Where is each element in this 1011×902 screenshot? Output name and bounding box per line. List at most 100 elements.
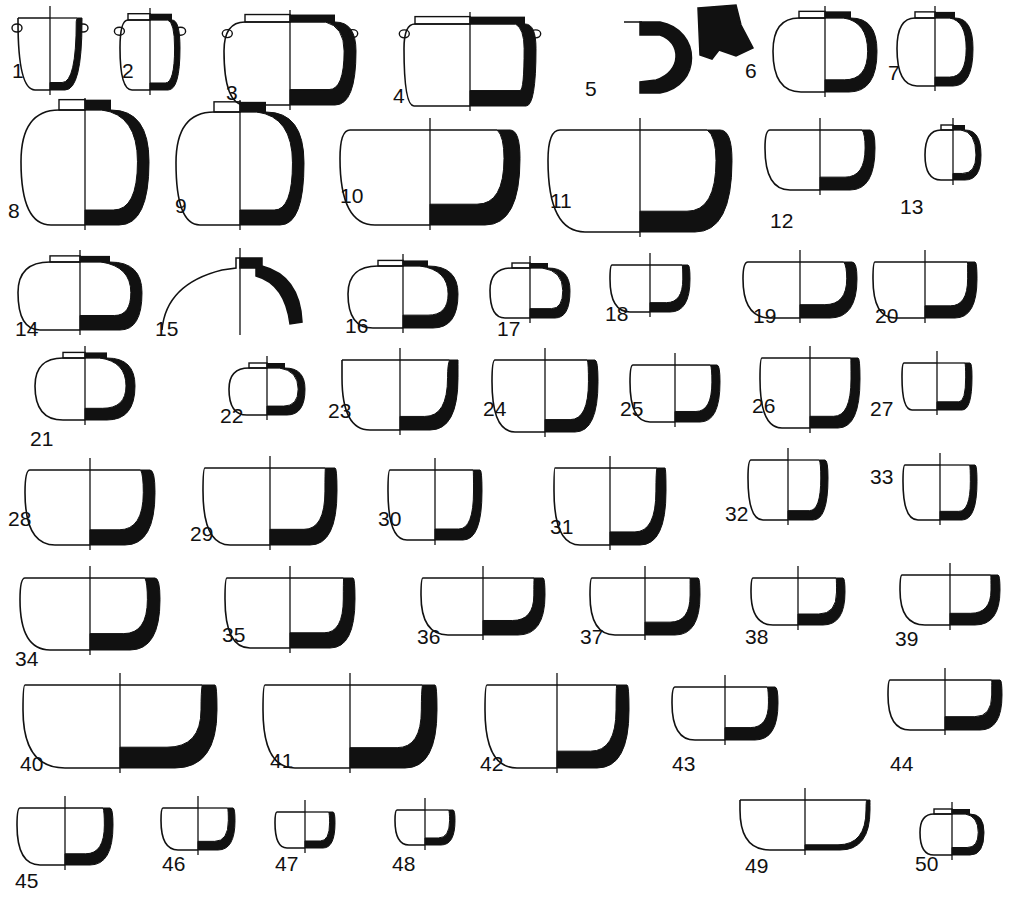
neck-outline [915,12,935,18]
neck-outline [415,17,470,24]
vessel-section [725,687,778,740]
figure-number: 38 [745,626,768,647]
figure-number: 22 [220,405,243,426]
figure-number: 37 [580,626,603,647]
vessel-section [267,368,305,415]
vessel-outline [751,578,798,625]
figure-number: 20 [875,305,898,326]
lug-handle [222,30,232,38]
figure-number: 4 [393,85,405,106]
vessel-section [425,810,455,845]
neck-outline [50,256,80,262]
vessel-section [270,468,337,545]
rim-line [120,684,202,685]
vessel-section [950,575,1000,625]
rim-line [820,129,862,130]
vessel-outline [765,130,820,190]
figure-number: 21 [30,428,53,449]
vessel-section [825,18,877,92]
vessel-outline [920,814,952,855]
vessel-outline [773,18,825,92]
vessel-section [430,130,520,225]
vessel-section [90,470,155,545]
neck-section [530,263,548,268]
rim-line [90,577,145,578]
vessel-section [198,808,235,850]
figure-number: 30 [378,508,401,529]
vessel-section [798,578,845,625]
vessel-section [650,265,690,312]
vessel-outline [21,110,85,225]
vessel-section [952,814,984,855]
figure-number: 45 [15,870,38,891]
lug-handle [531,30,541,38]
rim-line [65,807,103,808]
rim-line [425,809,449,810]
vessel-section [290,578,355,648]
rim-line [557,684,617,685]
vessel-section [483,578,545,635]
vessel-section [810,358,860,428]
neck-section [952,809,970,814]
figure-number: 40 [20,753,43,774]
vessel-section [403,266,458,328]
vessel-outline [275,812,305,848]
vessel-section [935,18,973,86]
vessel-section [80,262,142,330]
vessel-outline [25,470,90,545]
rim-line [198,807,228,808]
vessel-section [240,112,304,225]
vessel-section [940,465,977,520]
neck-section [470,17,525,24]
figure-number: 11 [550,190,572,211]
rim-line [950,574,991,575]
vessel-section [65,808,113,865]
rim-line [937,362,965,363]
rim-line [400,359,450,360]
lug-handle [78,24,88,32]
vessel-section [925,262,977,318]
figure-number: 8 [8,200,20,221]
neck-outline [63,352,85,358]
axis-line [49,6,50,95]
vessel-section [290,22,356,105]
figure-number: 16 [345,315,368,336]
figure-number: 48 [392,853,415,874]
lug-handle [114,27,124,35]
neck-outline [59,100,85,110]
figure-number: 24 [483,398,506,419]
figure-number: 34 [15,648,38,669]
figure-number: 42 [480,753,503,774]
figure-number: 13 [900,196,923,217]
figure-number: 14 [15,318,38,339]
figure-number: 19 [753,305,776,326]
rim-line [645,577,690,578]
rim-line [650,264,682,265]
figure-number: 35 [222,624,245,645]
vessel-section [610,468,666,545]
vessel-section [953,130,981,180]
rim-line [290,577,344,578]
neck-section [150,14,172,20]
figure-number: 28 [8,508,31,529]
vessel-outline [35,358,85,420]
vessel-outline [17,808,65,865]
rim-line [435,469,473,470]
figure-number: 23 [328,400,351,421]
lug-handle [176,27,186,35]
figure-number: 50 [915,853,938,874]
rim-line [610,467,657,468]
axis-line [149,8,150,95]
vessel-section [400,360,458,430]
vessel-outline [672,687,725,740]
neck-section [935,12,955,18]
figure-number: 43 [672,753,695,774]
neck-section [403,260,428,266]
vessel-section [470,24,536,106]
figure-number: 36 [417,626,440,647]
vessel-outline [176,112,240,225]
vessel-section [90,578,160,650]
figure-number: 25 [620,398,643,419]
vessel-outline [760,358,810,428]
vessel-outline [548,130,640,232]
